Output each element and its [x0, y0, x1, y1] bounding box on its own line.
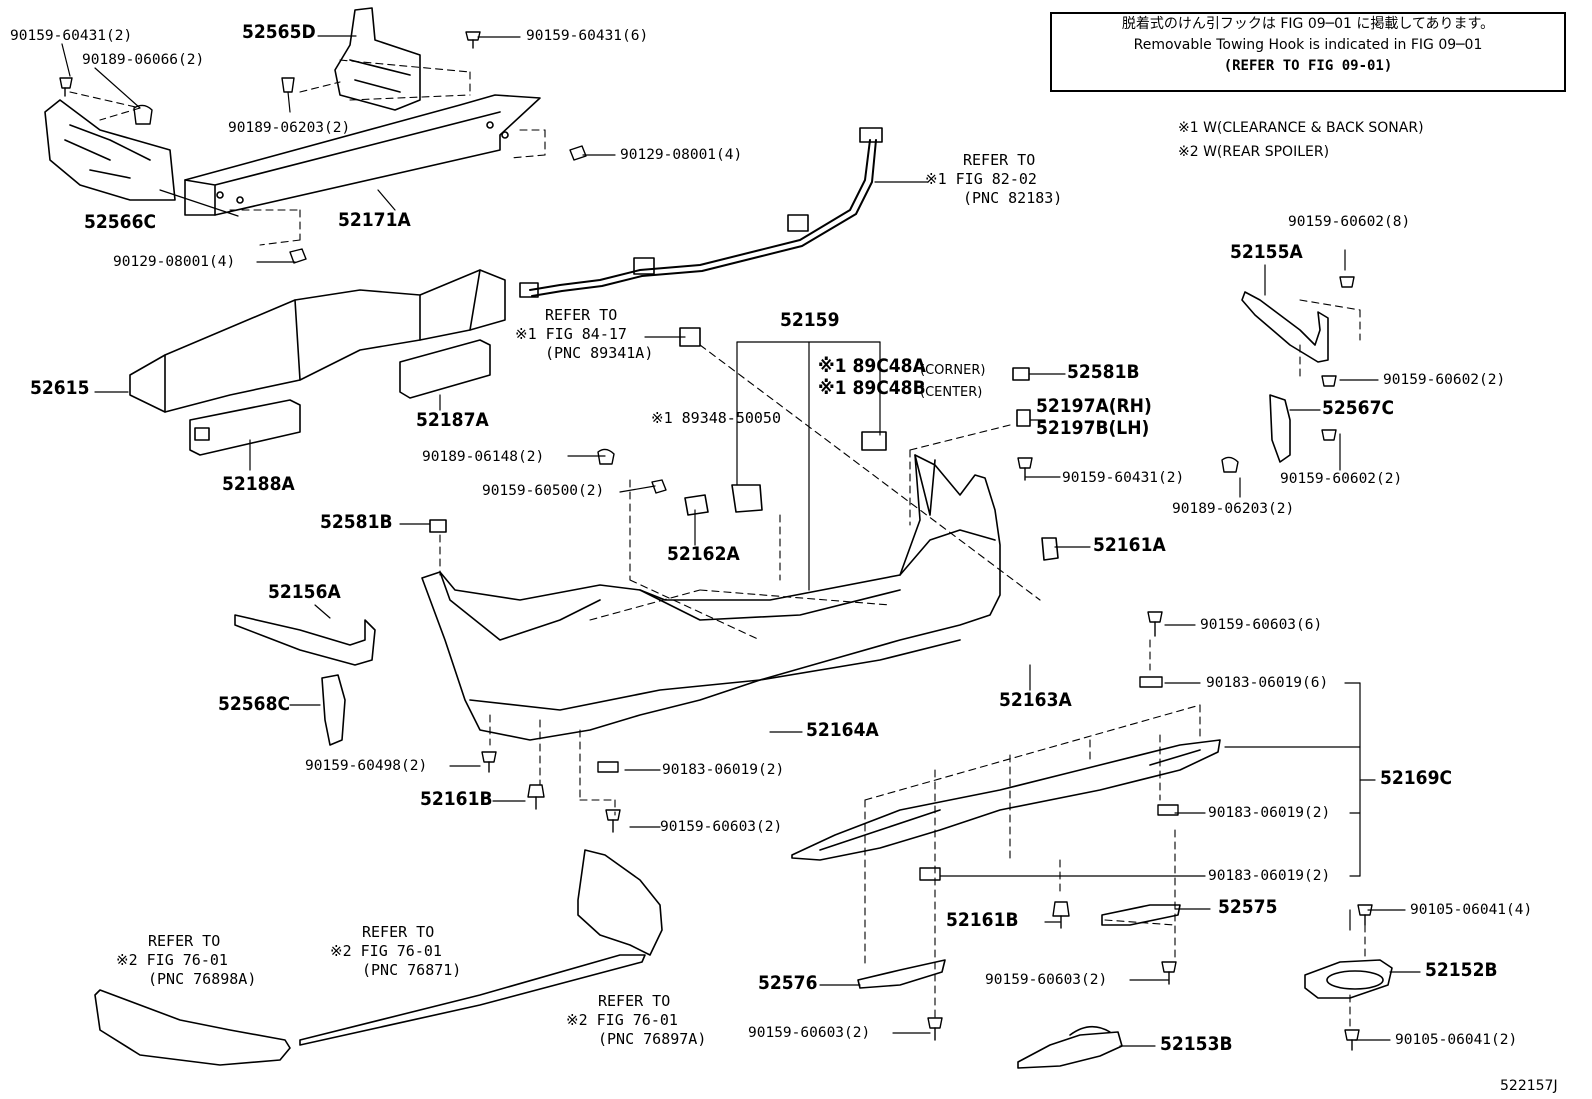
- part-label: 52581B: [1067, 361, 1140, 383]
- legend-1: ※1 W(CLEARANCE & BACK SONAR): [1178, 120, 1424, 136]
- part-label: 90183-06019(2): [1208, 805, 1331, 821]
- part-label: 52153B: [1160, 1033, 1233, 1055]
- part-label: 90189-06148(2): [422, 449, 545, 465]
- part-label: 90183-06019(2): [662, 762, 785, 778]
- part-label: 90159-60603(2): [660, 819, 783, 835]
- ref-text: (PNC 89341A): [545, 344, 654, 362]
- ref-text: ※2 FIG 76-01: [330, 942, 442, 960]
- part-label: ※1 89348-50050: [651, 409, 781, 427]
- ref-fig-76-01-c: REFER TO ※2 FIG 76-01 (PNC 76897A): [566, 992, 707, 1049]
- part-label: 52581B: [320, 511, 393, 533]
- part-label: ※1 89C48A: [818, 355, 926, 377]
- part-shapes: [44, 7, 1393, 1069]
- part-label: ※1 89C48B: [818, 377, 926, 399]
- ref-text: REFER TO: [598, 992, 671, 1010]
- note-ref: (REFER TO FIG 09-01): [1223, 58, 1393, 74]
- ref-fig-82-02: REFER TO ※1 FIG 82-02 (PNC 82183): [925, 151, 1063, 208]
- part-label: (CENTER): [920, 385, 983, 400]
- part-label: 90105-06041(4): [1410, 902, 1533, 918]
- ref-fig-76-01-a: REFER TO ※2 FIG 76-01 (PNC 76898A): [116, 932, 257, 989]
- ref-text: REFER TO: [545, 306, 618, 324]
- part-label: 52187A: [416, 409, 489, 431]
- ref-text: (PNC 76898A): [148, 970, 257, 988]
- part-label: 90159-60602(2): [1383, 372, 1506, 388]
- ref-fig-76-01-b: REFER TO ※2 FIG 76-01 (PNC 76871): [330, 923, 462, 980]
- part-label: 52155A: [1230, 241, 1303, 263]
- part-label: 52171A: [338, 209, 411, 231]
- part-label: 52197A(RH): [1036, 395, 1152, 417]
- part-label: 52169C: [1380, 767, 1453, 789]
- part-label: 52575: [1218, 896, 1278, 918]
- part-label: 52163A: [999, 689, 1072, 711]
- part-label: 52152B: [1425, 959, 1498, 981]
- ref-text: ※1 FIG 84-17: [515, 325, 627, 343]
- part-label: 90183-06019(2): [1208, 868, 1331, 884]
- ref-text: (PNC 76871): [362, 961, 462, 979]
- part-label: 90159-60431(2): [1062, 470, 1185, 486]
- part-label: 90105-06041(2): [1395, 1032, 1518, 1048]
- part-label: 52164A: [806, 719, 879, 741]
- part-label: 90159-60498(2): [305, 758, 428, 774]
- part-label: 90159-60603(6): [1200, 617, 1323, 633]
- note-box: 脱着式のけん引フックは FIG 09─01 に掲載してあります。 Removab…: [1050, 12, 1566, 92]
- ref-text: ※2 FIG 76-01: [116, 951, 228, 969]
- ref-text: ※2 FIG 76-01: [566, 1011, 678, 1029]
- ref-text: ※1 FIG 82-02: [925, 170, 1037, 188]
- part-label: 90159-60431(6): [526, 28, 649, 44]
- part-label: 52568C: [218, 693, 291, 715]
- part-label: 90159-60602(8): [1288, 214, 1411, 230]
- part-label: 52161B: [420, 788, 493, 810]
- ref-fig-84-17: REFER TO ※1 FIG 84-17 (PNC 89341A): [515, 306, 654, 363]
- part-label: 90189-06203(2): [228, 120, 351, 136]
- part-label: 52576: [758, 972, 818, 994]
- part-label: 90159-60431(2): [10, 28, 133, 44]
- part-label: 90129-08001(4): [620, 147, 743, 163]
- part-label: 52566C: [84, 211, 157, 233]
- ref-text: REFER TO: [362, 923, 435, 941]
- ref-text: REFER TO: [963, 151, 1036, 169]
- part-label: 52162A: [667, 543, 740, 565]
- drawing-code: 522157J: [1500, 1078, 1558, 1094]
- part-label: 90159-60603(2): [985, 972, 1108, 988]
- part-label: 52161A: [1093, 534, 1166, 556]
- leader-lines: [61, 35, 1421, 1047]
- part-label: 52567C: [1322, 397, 1395, 419]
- part-label: 52615: [30, 377, 90, 399]
- part-label: 90159-60603(2): [748, 1025, 871, 1041]
- part-label: 90159-60602(2): [1280, 471, 1403, 487]
- ref-text: (PNC 76897A): [598, 1030, 707, 1048]
- part-label: 90189-06066(2): [82, 52, 205, 68]
- part-label: 52197B(LH): [1036, 417, 1150, 439]
- part-label: 52161B: [946, 909, 1019, 931]
- ref-text: REFER TO: [148, 932, 221, 950]
- note-en: Removable Towing Hook is indicated in FI…: [1133, 37, 1483, 53]
- note-jp: 脱着式のけん引フックは FIG 09─01 に掲載してあります。: [1121, 16, 1495, 32]
- part-label: 52565D: [242, 21, 316, 43]
- part-label: 90183-06019(6): [1206, 675, 1329, 691]
- part-label: 90189-06203(2): [1172, 501, 1295, 517]
- part-label: 52159: [780, 309, 840, 331]
- legend-2: ※2 W(REAR SPOILER): [1178, 144, 1330, 160]
- part-label: 52156A: [268, 581, 341, 603]
- part-label: 90129-08001(4): [113, 254, 236, 270]
- part-label: 90159-60500(2): [482, 483, 605, 499]
- part-label: (CORNER): [920, 363, 986, 378]
- part-label: 52188A: [222, 473, 295, 495]
- ref-text: (PNC 82183): [963, 189, 1063, 207]
